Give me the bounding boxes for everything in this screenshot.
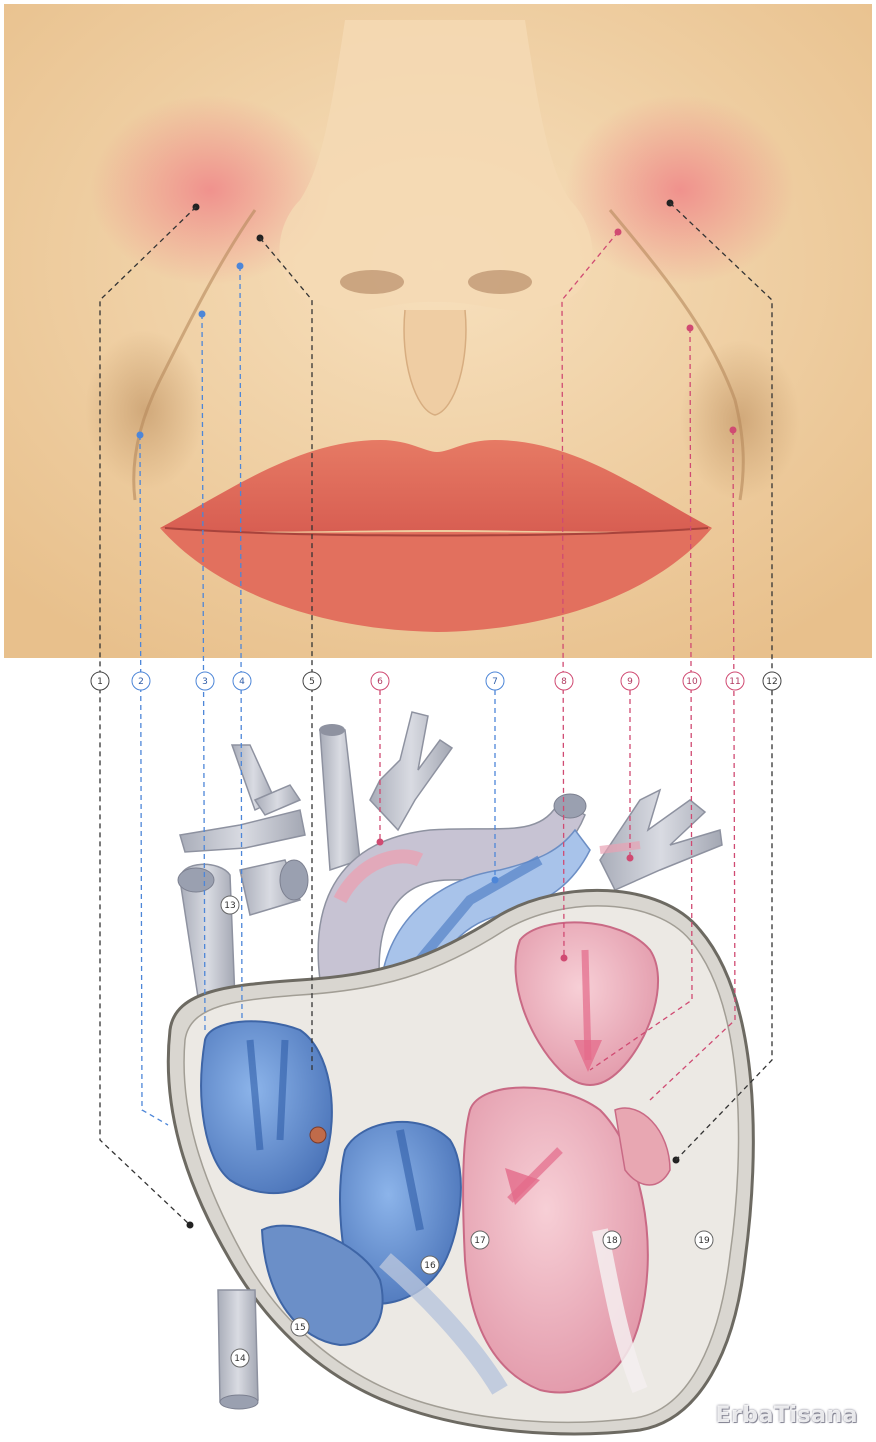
vena-cava-opening <box>178 868 214 892</box>
callout-16: 16 <box>421 1256 439 1274</box>
callout-10-label: 10 <box>686 677 698 687</box>
callout-14-label: 14 <box>234 1354 246 1364</box>
vein-opening-right <box>280 860 308 900</box>
callout-8-label: 8 <box>561 677 567 687</box>
callout-3: 3 <box>196 672 214 690</box>
artery-trunk-1 <box>320 730 360 870</box>
callout-19: 19 <box>695 1231 713 1249</box>
callout-7-label: 7 <box>492 677 498 687</box>
callout-4: 4 <box>233 672 251 690</box>
callout-11: 11 <box>726 672 744 690</box>
callout-1: 1 <box>91 672 109 690</box>
callout-4-label: 4 <box>239 677 245 687</box>
callout-12: 12 <box>763 672 781 690</box>
inferior-vena-cava <box>218 1290 258 1402</box>
left-cheek-shadow <box>85 330 205 490</box>
artery-opening-1 <box>319 724 345 736</box>
callout-2: 2 <box>132 672 150 690</box>
callout-18: 18 <box>603 1231 621 1249</box>
heart-point-6 <box>377 839 384 846</box>
callout-19-label: 19 <box>698 1236 710 1246</box>
callout-14: 14 <box>231 1349 249 1367</box>
aorta-opening <box>554 794 586 818</box>
callout-16-label: 16 <box>424 1261 436 1271</box>
callout-11-label: 11 <box>729 677 740 687</box>
callout-13-label: 13 <box>224 901 235 911</box>
callout-15: 15 <box>291 1318 309 1336</box>
top-callouts: 1 2 3 4 5 6 7 8 9 10 11 12 <box>91 672 781 690</box>
callout-5-label: 5 <box>309 677 315 687</box>
left-nostril <box>340 270 404 294</box>
heart-panel <box>168 712 753 1434</box>
callout-2-label: 2 <box>138 677 144 687</box>
callout-17: 17 <box>471 1231 489 1249</box>
right-nostril <box>468 270 532 294</box>
callout-9-label: 9 <box>627 677 633 687</box>
artery-branch-top <box>370 712 452 830</box>
coronary-sinus <box>310 1127 326 1143</box>
heart-point-8 <box>561 955 568 962</box>
callout-10: 10 <box>683 672 701 690</box>
callout-18-label: 18 <box>606 1236 618 1246</box>
vein-branch-2 <box>180 810 305 852</box>
watermark-text: ErbaTisana <box>716 1403 858 1428</box>
pulmonary-vein-pink <box>600 845 640 850</box>
right-cheek-blush <box>565 95 795 285</box>
callout-12-label: 12 <box>766 677 777 687</box>
face-panel <box>4 4 872 658</box>
ivc-opening <box>220 1395 258 1409</box>
callout-3-label: 3 <box>202 677 208 687</box>
callout-7: 7 <box>486 672 504 690</box>
callout-9: 9 <box>621 672 639 690</box>
callout-17-label: 17 <box>474 1236 485 1246</box>
callout-6-label: 6 <box>377 677 383 687</box>
pulmonary-veins <box>600 790 722 890</box>
callout-8: 8 <box>555 672 573 690</box>
callout-5: 5 <box>303 672 321 690</box>
right-atrium <box>201 1021 332 1193</box>
callout-1-label: 1 <box>97 677 103 687</box>
callout-6: 6 <box>371 672 389 690</box>
callout-13: 13 <box>221 896 239 914</box>
callout-15-label: 15 <box>294 1323 305 1333</box>
